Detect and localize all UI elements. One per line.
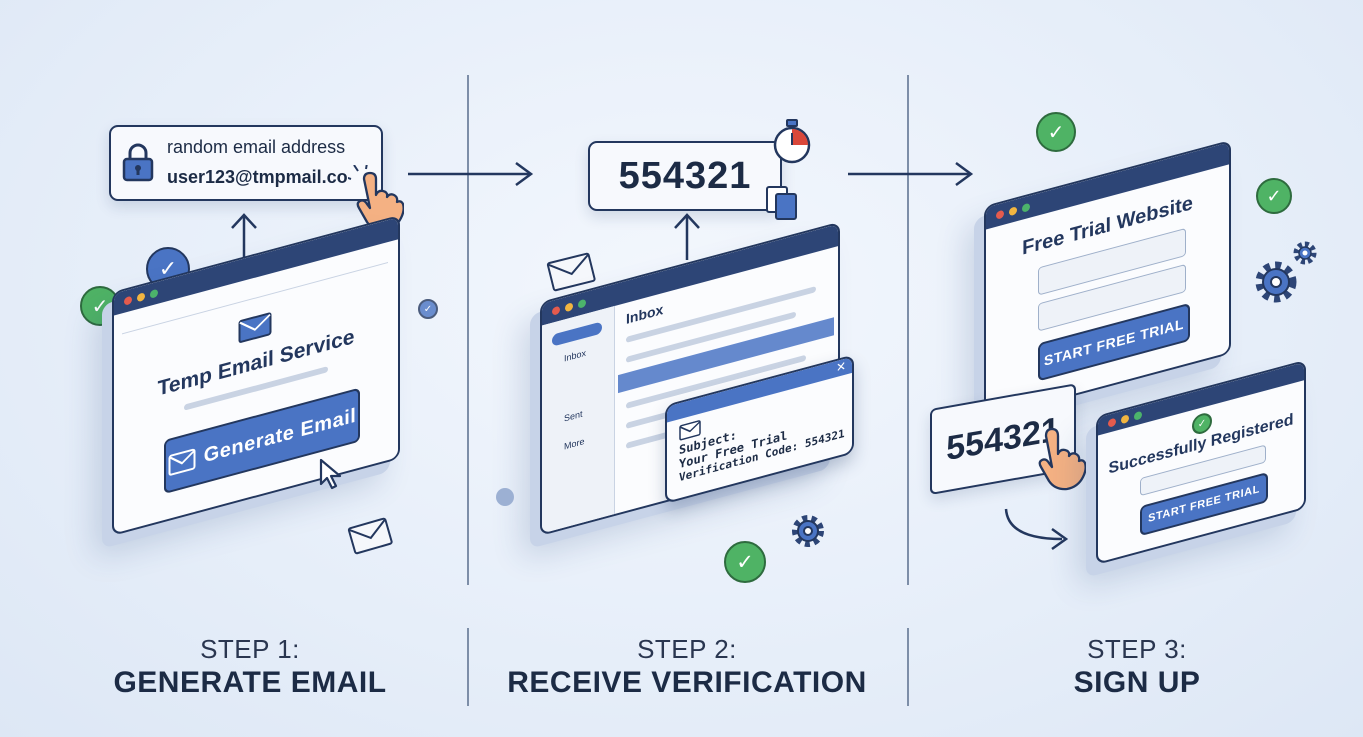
step1-title: GENERATE EMAIL xyxy=(113,666,387,699)
divider-right xyxy=(907,75,909,585)
gear-icon xyxy=(1255,261,1297,303)
cursor-arrow-icon xyxy=(319,458,342,490)
temp-email-window: Temp Email Service Generate Email xyxy=(112,214,400,536)
verification-email-popup[interactable]: ✕ Subject: Your Free Trial Verification … xyxy=(665,354,854,504)
envelope-icon xyxy=(679,420,701,441)
verification-code-value: 554321 xyxy=(618,155,752,197)
gear-icon xyxy=(1293,241,1317,265)
sidebar-item-more[interactable]: More xyxy=(564,436,585,452)
decorative-dot xyxy=(496,488,514,506)
sidebar-item-inbox[interactable]: Inbox xyxy=(564,347,587,364)
inbox-sidebar: Inbox Sent More xyxy=(542,305,615,534)
compose-button[interactable] xyxy=(552,321,602,347)
envelope-icon xyxy=(347,517,393,555)
pointer-hand-icon xyxy=(348,165,404,231)
pointer-hand-icon xyxy=(1038,427,1086,491)
step2-label: STEP 2: xyxy=(637,634,737,664)
step2-title: RECEIVE VERIFICATION xyxy=(507,666,867,699)
divider-left xyxy=(467,75,469,585)
registration-success-window: ✓ Successfully Registered START FREE TRI… xyxy=(1096,359,1306,565)
small-check-icon: ✓ xyxy=(418,299,438,319)
envelope-icon xyxy=(238,312,272,343)
close-icon[interactable]: ✕ xyxy=(835,358,846,376)
step1-label: STEP 1: xyxy=(200,634,300,664)
random-address-caption: random email address xyxy=(167,137,346,157)
envelope-icon xyxy=(546,252,596,292)
lock-icon xyxy=(122,143,154,182)
step3-title: SIGN UP xyxy=(1073,666,1201,699)
envelope-icon xyxy=(168,448,196,476)
check-icon: ✓ xyxy=(1036,112,1076,152)
generated-email-value: user123@tmpmail.co xyxy=(167,167,348,187)
step3-label: STEP 3: xyxy=(1087,634,1187,664)
curved-arrow-icon xyxy=(1004,508,1069,551)
divider-left-bottom xyxy=(467,628,469,706)
check-icon: ✓ xyxy=(724,541,766,583)
up-arrow-icon xyxy=(674,213,700,260)
inbox-title: Inbox xyxy=(626,300,664,327)
random-address-card[interactable]: random email address user123@tmpmail.co xyxy=(109,125,383,201)
right-arrow-icon xyxy=(848,161,974,187)
stopwatch-icon xyxy=(773,119,811,164)
check-icon: ✓ xyxy=(1256,178,1292,214)
gear-icon xyxy=(792,515,824,547)
right-arrow-icon xyxy=(408,161,534,187)
generate-email-button[interactable]: Generate Email xyxy=(164,387,360,495)
copy-icon[interactable] xyxy=(764,184,800,222)
free-trial-website-window: Free Trial Website START FREE TRIAL xyxy=(984,139,1231,421)
divider-right-bottom xyxy=(907,628,909,706)
verification-code-card[interactable]: 554321 xyxy=(588,141,782,211)
sidebar-item-sent[interactable]: Sent xyxy=(564,408,583,424)
